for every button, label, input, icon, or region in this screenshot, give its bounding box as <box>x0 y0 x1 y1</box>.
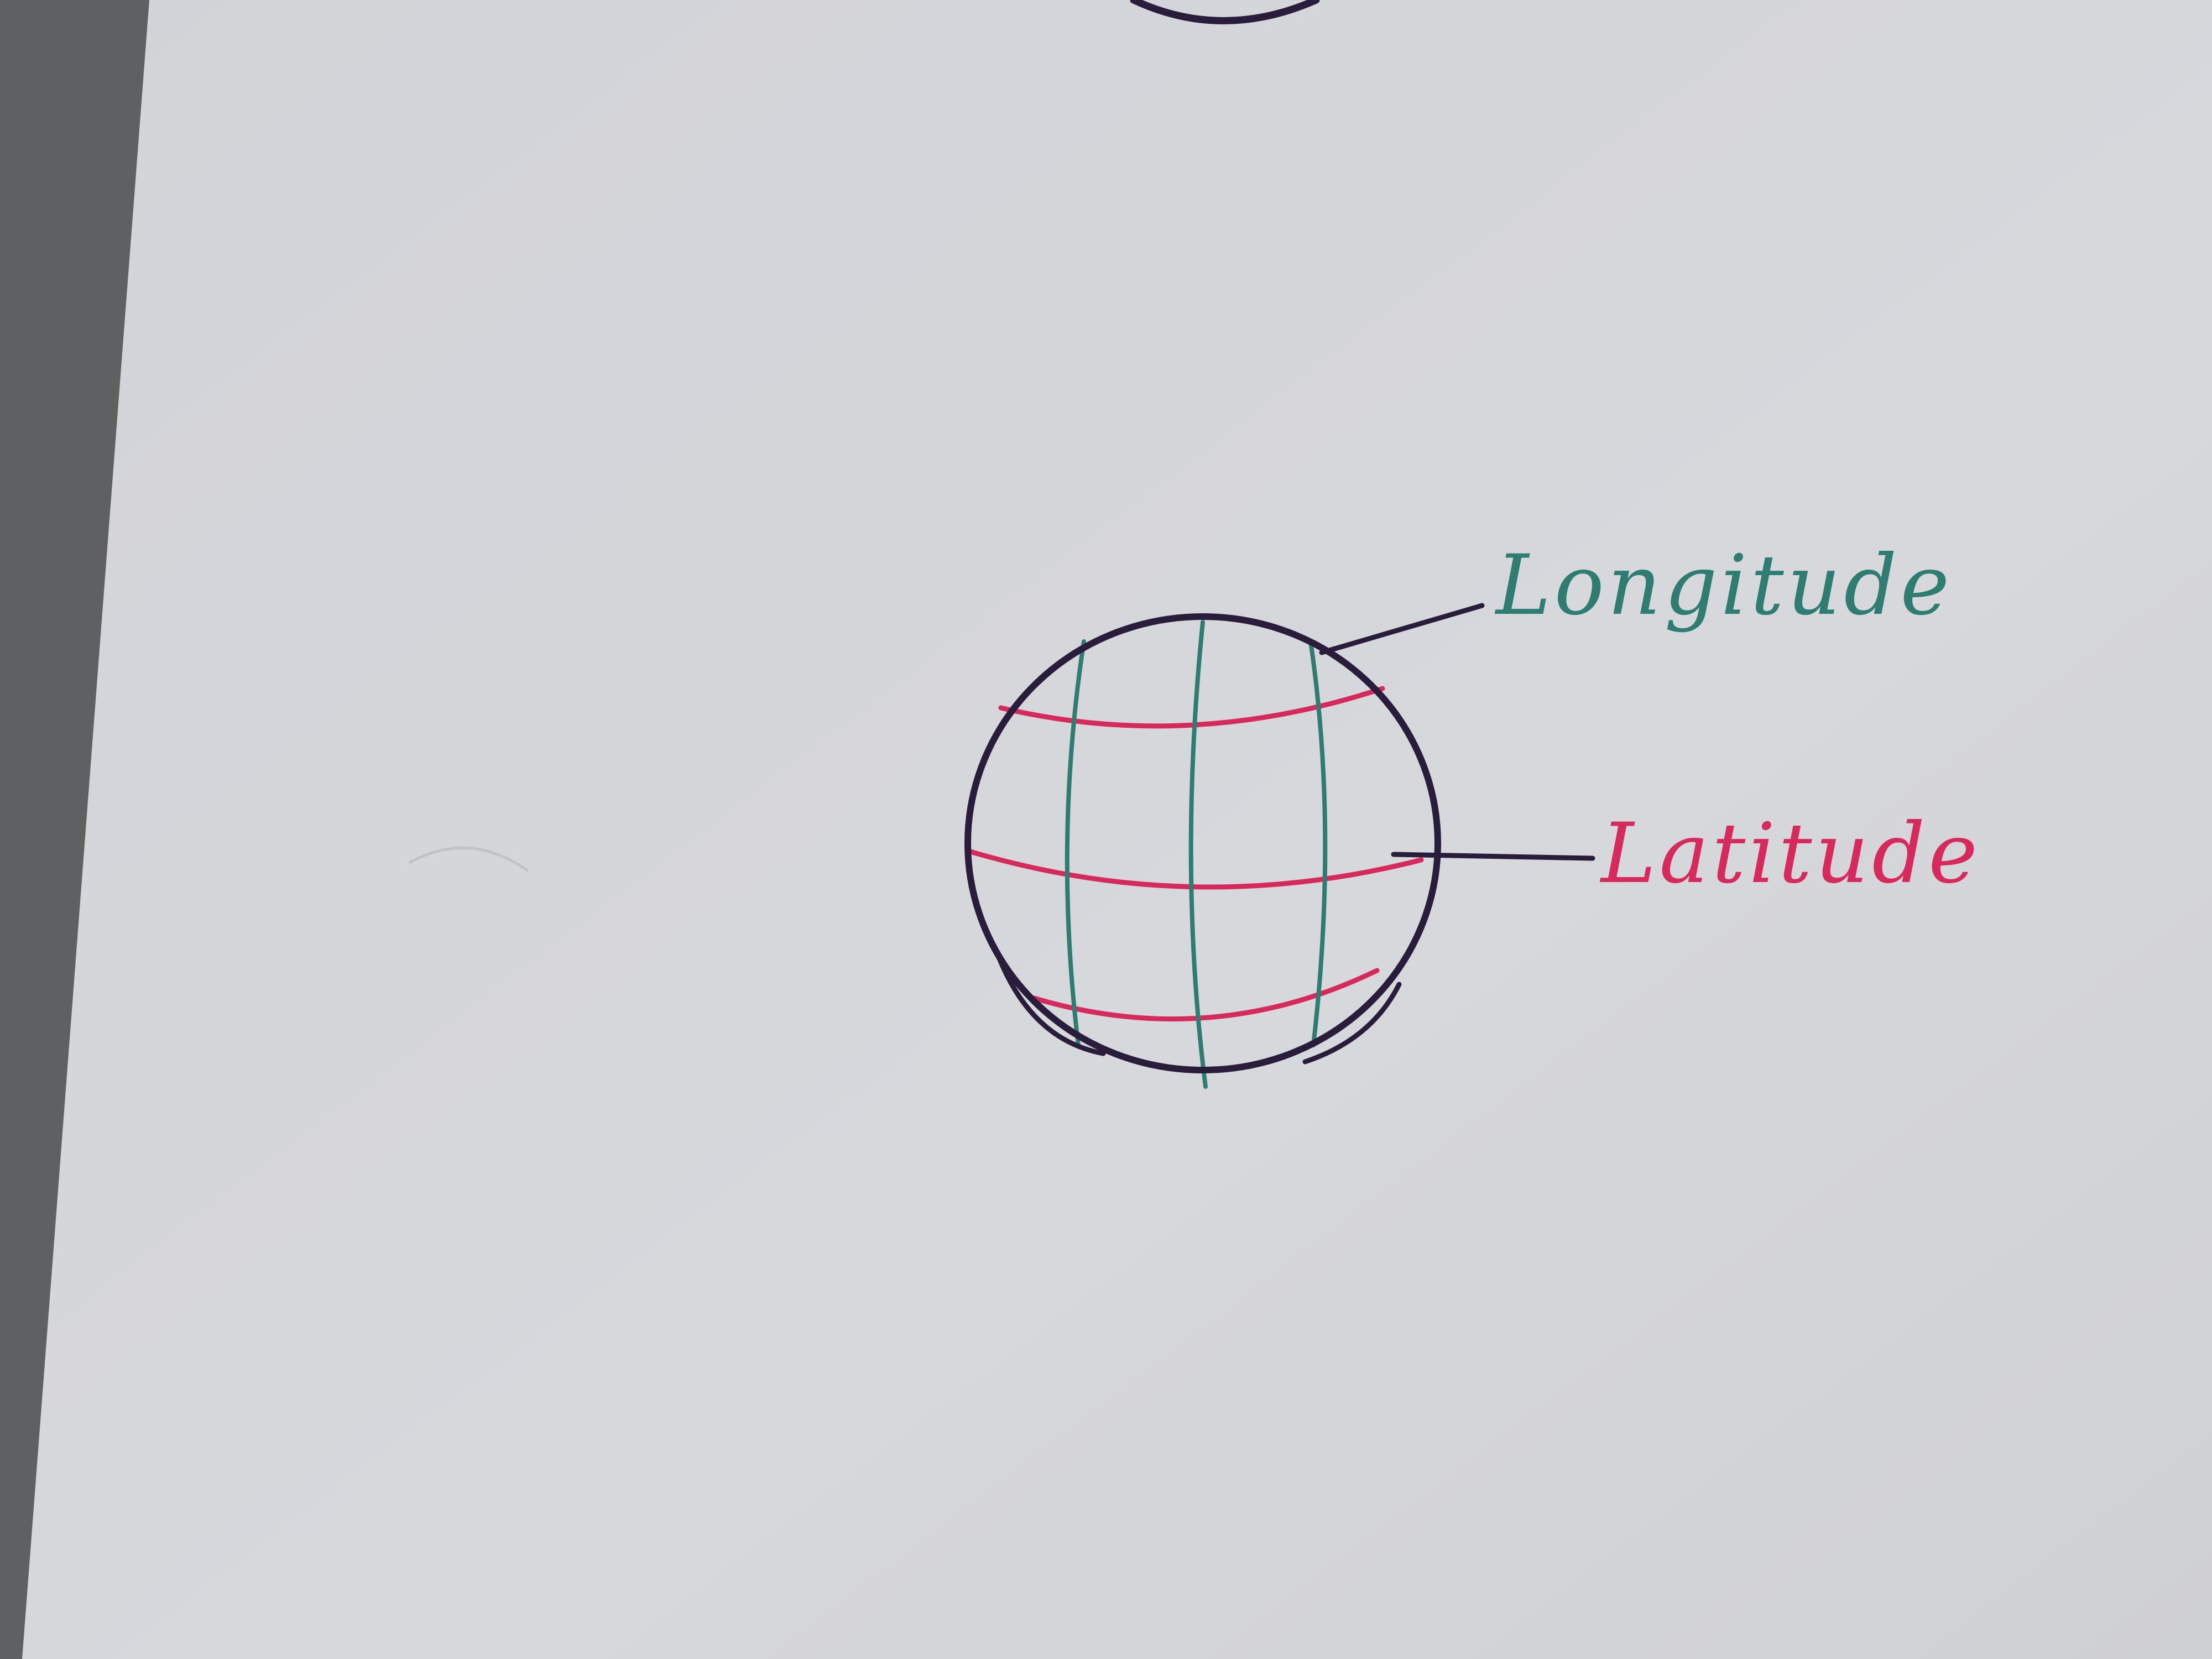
longitude-line-left <box>1065 639 1086 1047</box>
latitude-line-middle <box>968 849 1424 890</box>
faint-pencil-mark <box>408 846 529 873</box>
longitude-label: Longitude <box>1494 538 1953 634</box>
latitude-label: Latitude <box>1599 806 1981 902</box>
latitude-line-top <box>998 686 1385 729</box>
globe <box>964 613 1441 1089</box>
paper-sheet <box>22 0 2212 1659</box>
latitude-leader-line <box>1391 852 1595 861</box>
longitude-line-right <box>1308 639 1328 1047</box>
globe-outline <box>964 613 1441 1073</box>
longitude-line-center <box>1188 620 1208 1089</box>
globe-outline-overstroke <box>993 946 1106 1056</box>
longitude-leader-line <box>1319 603 1485 655</box>
partial-circle-top <box>1130 0 1320 24</box>
latitude-line-bottom <box>1031 968 1380 1022</box>
globe-outline-overstroke-right <box>1302 982 1402 1065</box>
